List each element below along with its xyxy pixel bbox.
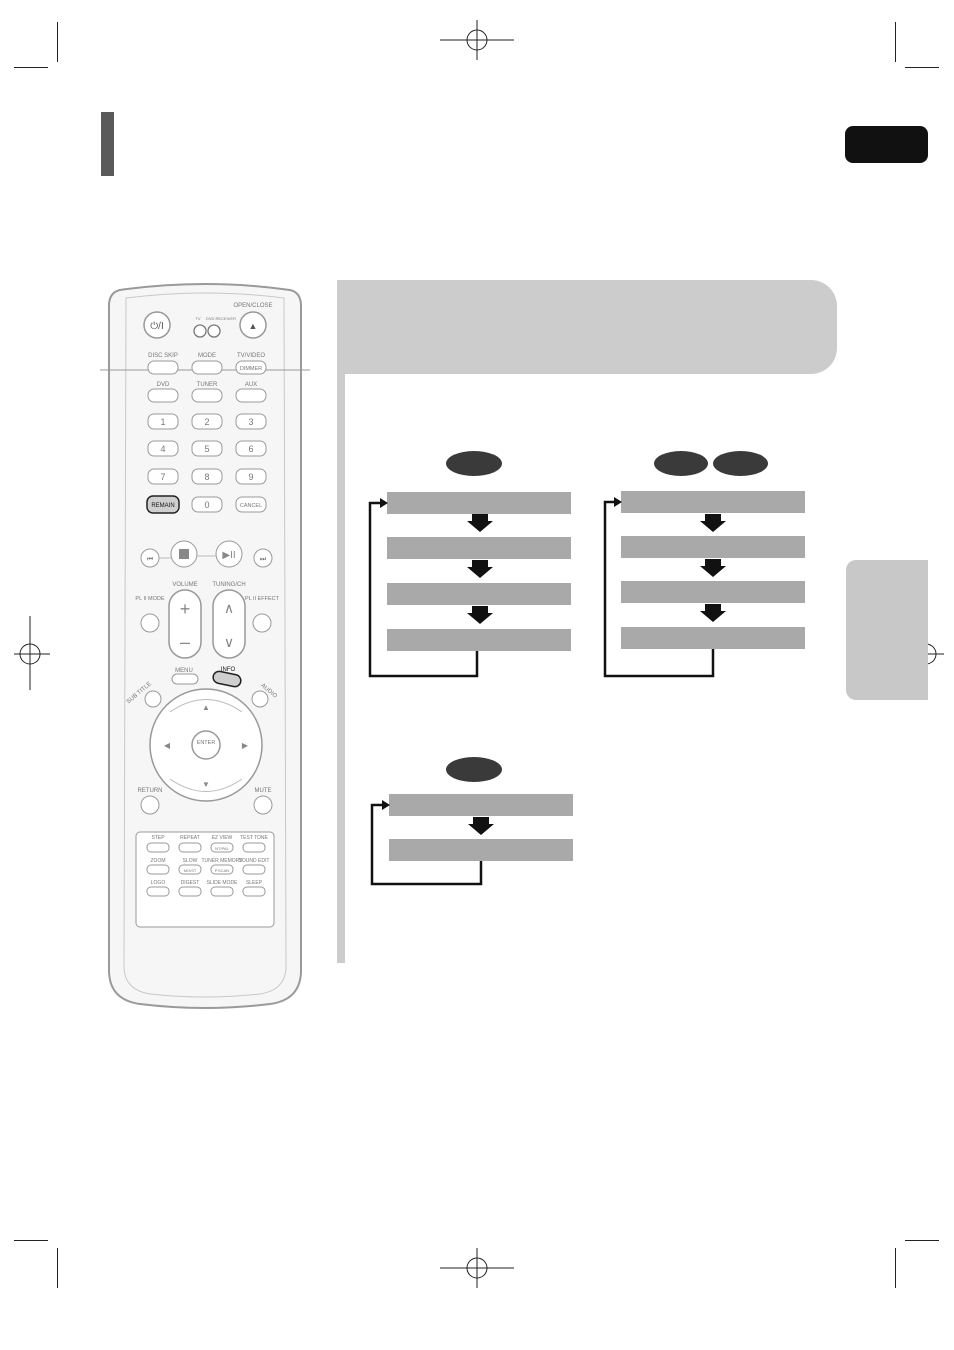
page-number-tab [845,126,928,163]
svg-text:CANCEL: CANCEL [240,503,262,509]
open-close-label: OPEN/CLOSE [233,303,272,309]
svg-text:∨: ∨ [224,634,234,650]
svg-text:1: 1 [160,417,165,427]
disc-type-badge [446,757,502,782]
svg-text:+: + [180,599,191,619]
svg-text:5: 5 [204,444,209,454]
title-accent-bar [101,112,114,176]
svg-text:PL II EFFECT: PL II EFFECT [245,596,280,602]
svg-text:PL II MODE: PL II MODE [135,596,164,602]
svg-text:SLEEP: SLEEP [246,880,263,886]
svg-text:REPEAT: REPEAT [180,835,200,841]
crop-mark [14,1240,48,1241]
svg-text:▶II: ▶II [222,550,235,561]
flow-step [389,839,573,861]
svg-text:◀: ◀ [164,741,171,750]
svg-text:SLOW: SLOW [183,858,198,864]
svg-text:TUNER: TUNER [197,382,218,388]
svg-text:TUNING/CH: TUNING/CH [212,582,245,588]
svg-text:TUNER MEMORY: TUNER MEMORY [201,858,243,864]
svg-text:3: 3 [248,417,253,427]
crop-mark [57,22,58,62]
flow-step [387,537,571,559]
svg-text:MENU: MENU [175,668,193,674]
crop-mark [905,67,939,68]
down-arrow-icon [700,559,726,577]
svg-text:EZ VIEW: EZ VIEW [212,835,233,841]
svg-text:TEST TONE: TEST TONE [240,835,268,841]
section-header-panel [337,280,837,374]
info-button [212,670,242,688]
svg-text:SOUND EDIT: SOUND EDIT [239,858,270,864]
svg-text:⏻/I: ⏻/I [150,321,163,332]
svg-text:DVD: DVD [157,382,170,388]
svg-text:SLIDE MODE: SLIDE MODE [207,880,239,886]
svg-text:9: 9 [248,472,253,482]
svg-text:7: 7 [160,472,165,482]
svg-text:LOGO: LOGO [151,880,166,886]
disc-type-badge [654,451,708,476]
svg-text:ENTER: ENTER [197,740,216,746]
down-arrow-icon [467,606,493,624]
flow-step [621,536,805,558]
crop-mark [895,1248,896,1288]
section-left-rule [337,280,345,963]
flow-step [387,583,571,605]
down-arrow-icon [700,514,726,532]
crop-mark [57,1248,58,1288]
svg-text:DVD RECEIVER: DVD RECEIVER [206,316,236,321]
svg-text:⏭: ⏭ [260,556,267,563]
svg-text:8: 8 [204,472,209,482]
svg-text:STEP: STEP [151,835,165,841]
flow-step [387,492,571,514]
remote-control-illustration: ⏻/I ▲ OPEN/CLOSE TV DVD RECEIVER DISC SK… [100,283,310,1009]
svg-text:REMAIN: REMAIN [151,503,174,509]
disc-type-badge [446,451,502,476]
svg-text:TV/VIDEO: TV/VIDEO [237,353,265,359]
flow-step [621,627,805,649]
section-side-tab [846,560,928,700]
svg-text:2: 2 [204,417,209,427]
svg-text:∧: ∧ [224,600,234,616]
svg-text:ZOOM: ZOOM [151,858,166,864]
svg-text:MO/ST: MO/ST [184,868,197,873]
svg-text:DIGEST: DIGEST [181,880,200,886]
svg-text:▼: ▼ [202,780,210,789]
flow-step [387,629,571,651]
down-arrow-icon [700,604,726,622]
svg-text:MUTE: MUTE [255,788,272,794]
svg-text:DISC SKIP: DISC SKIP [148,353,178,359]
svg-text:4: 4 [160,444,165,454]
svg-text:TV: TV [195,316,200,321]
svg-text:INFO: INFO [221,667,236,673]
down-arrow-icon [467,560,493,578]
flow-step [389,794,573,816]
svg-text:P.SCAN: P.SCAN [215,868,229,873]
svg-text:DIMMER: DIMMER [240,366,262,372]
crop-mark [905,1240,939,1241]
remain-button [146,495,180,514]
crop-mark [14,67,48,68]
down-arrow-icon [468,817,494,835]
svg-text:▲: ▲ [249,321,258,331]
flow-step [621,581,805,603]
svg-text:VOLUME: VOLUME [172,582,197,588]
svg-text:0: 0 [204,500,209,510]
svg-text:RETURN: RETURN [138,788,163,794]
flow-step [621,491,805,513]
crop-mark [895,22,896,62]
disc-type-badge [713,451,768,476]
svg-text:⏮: ⏮ [147,556,153,563]
down-arrow-icon [467,514,493,532]
svg-text:6: 6 [248,444,253,454]
svg-text:AUX: AUX [245,382,257,388]
svg-text:▲: ▲ [202,703,210,712]
svg-text:–: – [180,632,190,652]
svg-text:NT/PAL: NT/PAL [215,846,229,851]
svg-text:▶: ▶ [242,741,249,750]
svg-text:MODE: MODE [198,353,216,359]
